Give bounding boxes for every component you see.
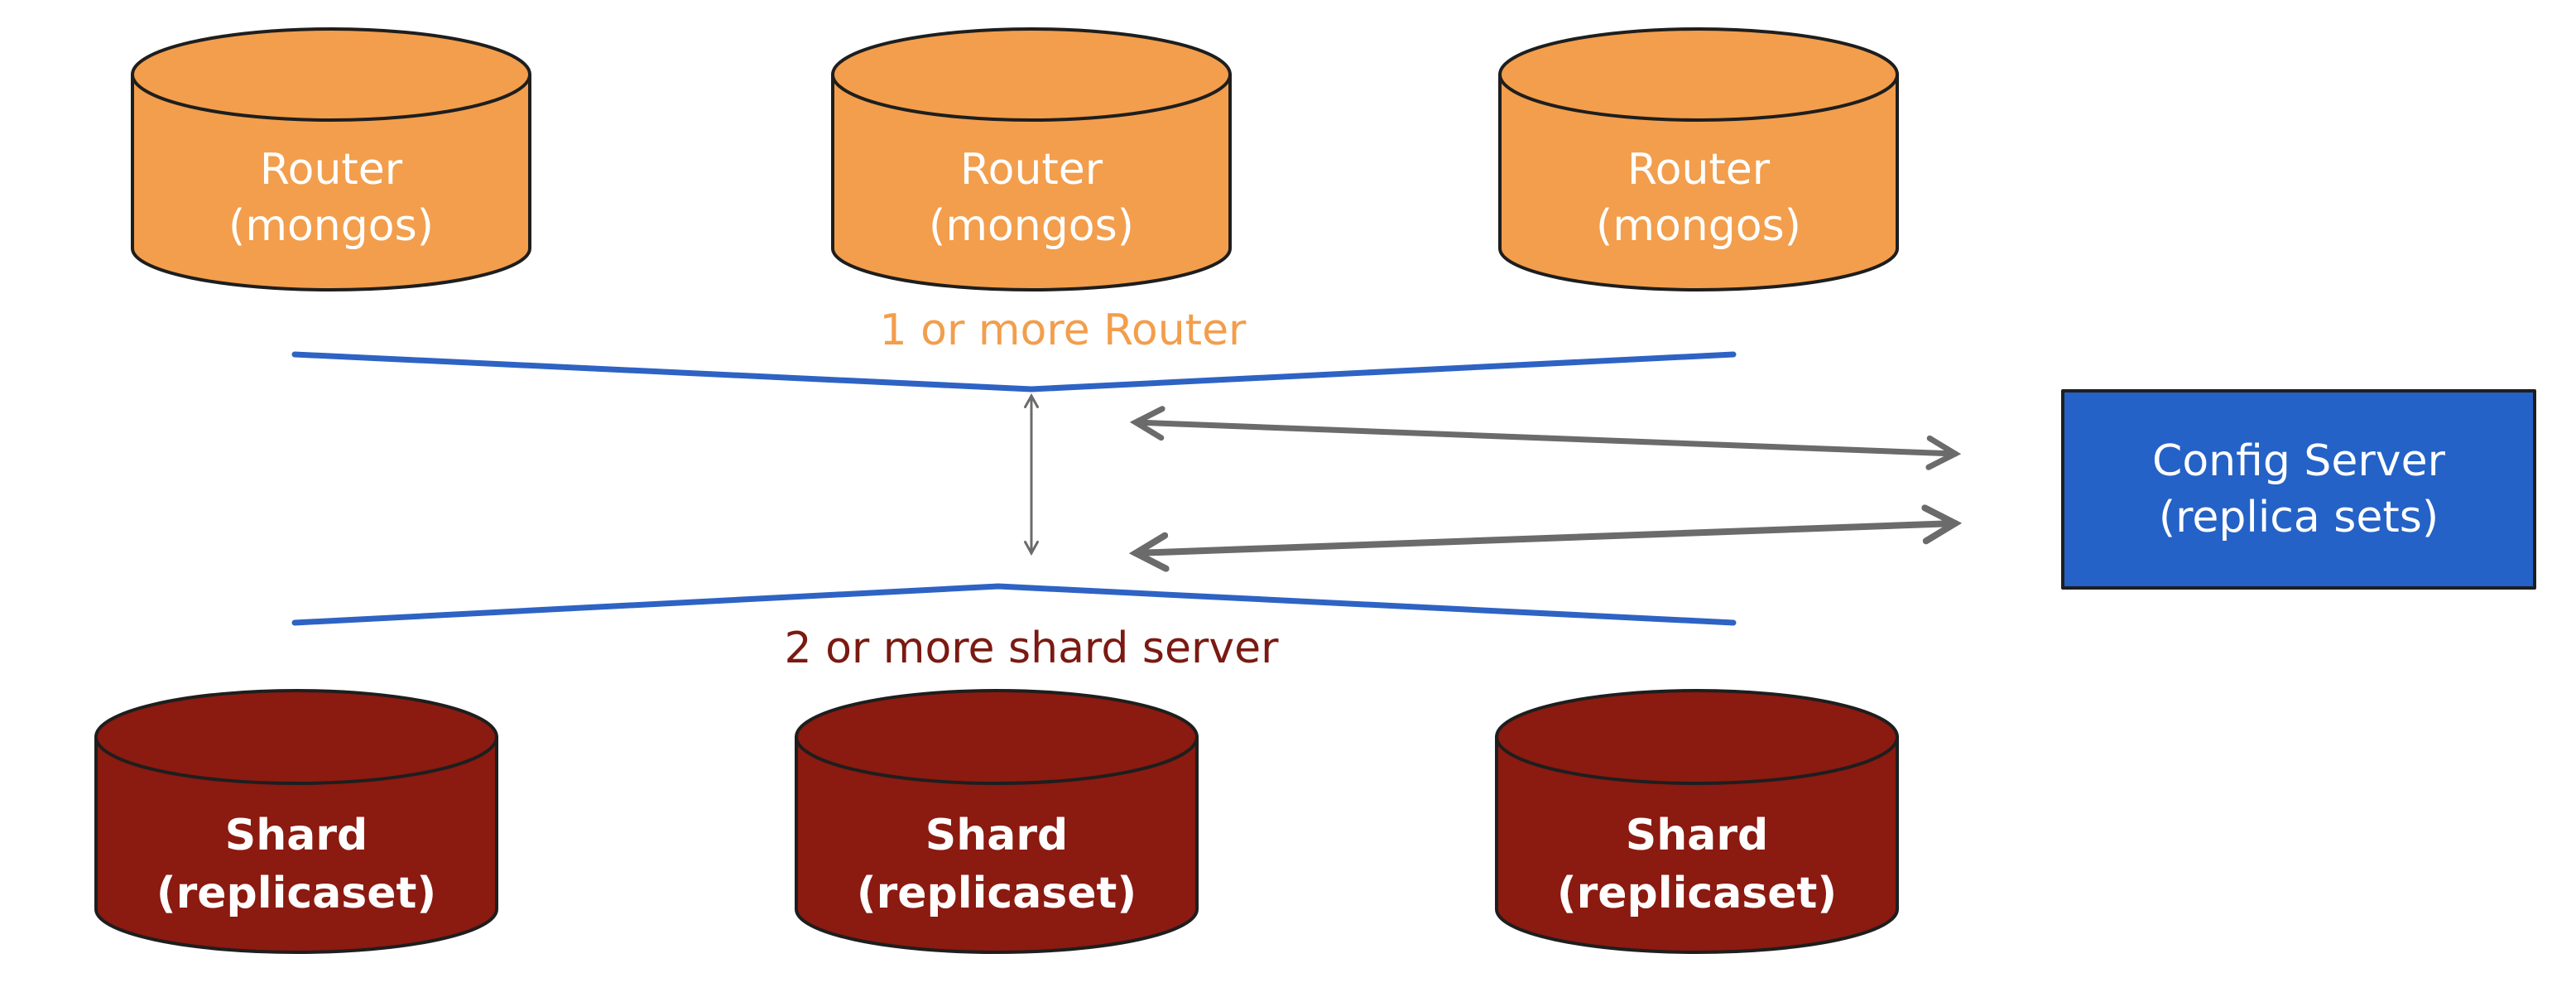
router-label: Router xyxy=(960,145,1103,195)
shard-node: Shard (replicaset) xyxy=(1495,689,1899,954)
config-server-label: Config Server xyxy=(2152,436,2446,486)
shard-label: Shard xyxy=(925,811,1068,860)
shard-config-arrow xyxy=(1136,523,1955,553)
shard-node: Shard (replicaset) xyxy=(795,689,1199,954)
shard-group-label: 2 or more shard server xyxy=(784,624,1279,673)
shard-cylinder-top xyxy=(795,689,1199,785)
shard-node: Shard (replicaset) xyxy=(94,689,498,954)
shard-sublabel: (replicaset) xyxy=(857,869,1137,918)
router-node: Router (mongos) xyxy=(831,27,1232,291)
shard-cylinder-body xyxy=(795,735,1199,954)
router-label: Router xyxy=(260,145,403,195)
router-sublabel: (mongos) xyxy=(1596,201,1801,251)
router-cylinder-top xyxy=(131,27,531,122)
router-node: Router (mongos) xyxy=(131,27,531,291)
shard-cylinder-top xyxy=(94,689,498,785)
router-label: Router xyxy=(1627,145,1771,195)
router-sublabel: (mongos) xyxy=(929,201,1134,251)
shard-sublabel: (replicaset) xyxy=(156,869,436,918)
shard-label: Shard xyxy=(1626,811,1768,860)
shard-label: Shard xyxy=(225,811,368,860)
router-cylinder-body xyxy=(131,73,531,291)
shard-cylinder-top xyxy=(1495,689,1899,785)
router-config-arrow xyxy=(1136,422,1955,454)
router-group-label: 1 or more Router xyxy=(880,306,1247,355)
config-server-sublabel: (replica sets) xyxy=(2159,493,2439,542)
router-sublabel: (mongos) xyxy=(228,201,434,251)
router-cylinder-body xyxy=(831,73,1232,291)
config-server-box xyxy=(2061,389,2536,590)
shard-sublabel: (replicaset) xyxy=(1557,869,1837,918)
router-cylinder-top xyxy=(1498,27,1899,122)
shard-tier-divider xyxy=(291,583,1737,626)
router-tier-divider xyxy=(291,351,1737,393)
router-cylinder-top xyxy=(831,27,1232,122)
router-node: Router (mongos) xyxy=(1498,27,1899,291)
shard-cylinder-body xyxy=(94,735,498,954)
shard-cylinder-body xyxy=(1495,735,1899,954)
router-cylinder-body xyxy=(1498,73,1899,291)
config-server-node: Config Server (replica sets) xyxy=(2061,389,2536,590)
